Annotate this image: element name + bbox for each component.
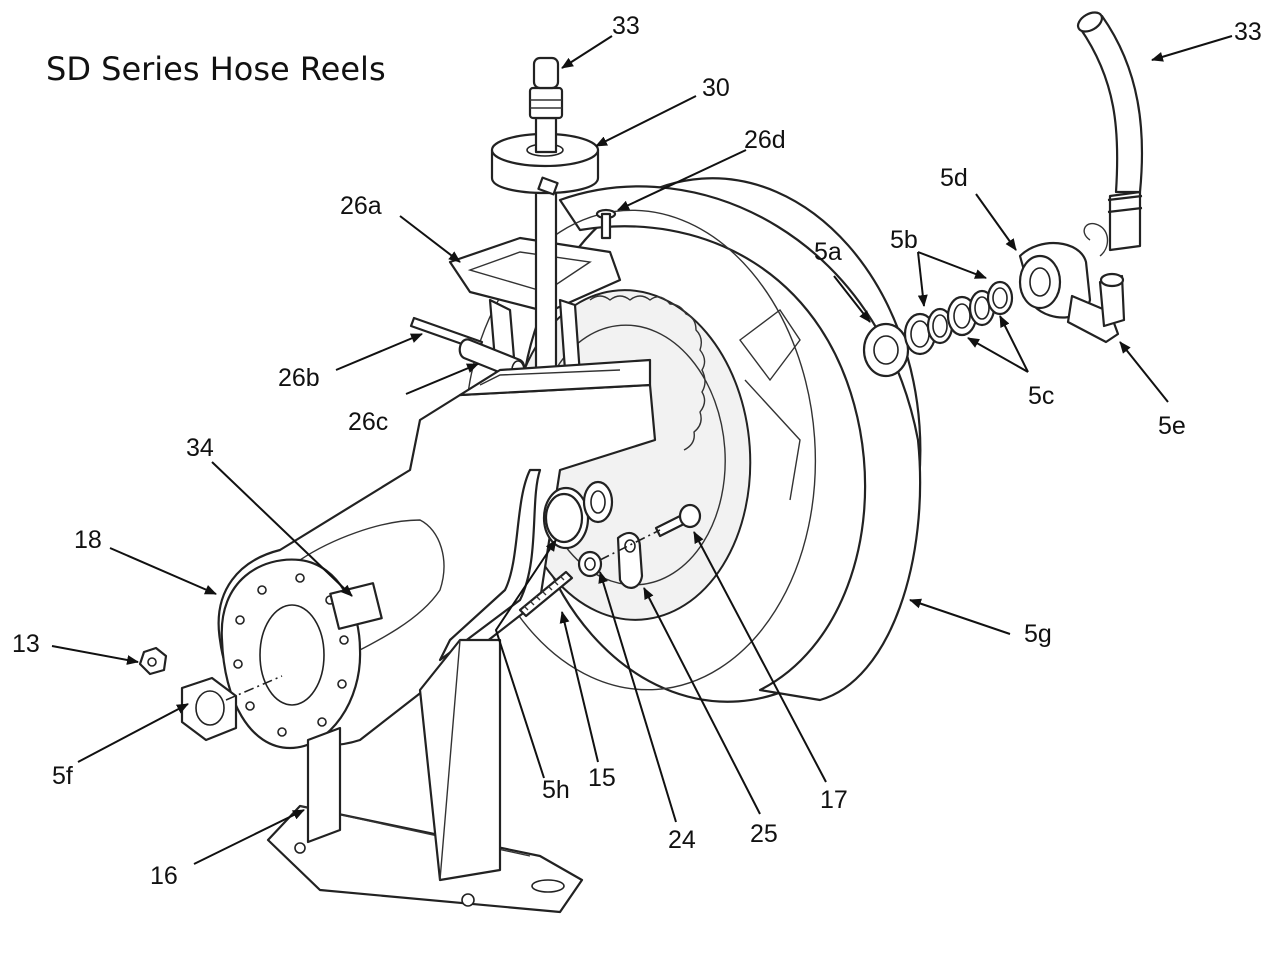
callout-labels: 33 30 26d 26a 33 5d 5a 5b 5c 5e 26b 26c …	[12, 12, 1262, 890]
callout-26d: 26d	[744, 126, 786, 154]
callout-24: 24	[668, 826, 696, 854]
callout-5h: 5h	[542, 776, 570, 804]
swivel-joint-assembly	[862, 11, 1144, 378]
callout-5b: 5b	[890, 226, 918, 254]
main-bracket	[217, 358, 657, 750]
callout-34: 34	[186, 434, 214, 462]
top-hose-fitting	[528, 56, 564, 154]
diagram-title: SD Series Hose Reels	[46, 50, 386, 88]
callout-33-hose: 33	[1234, 18, 1262, 46]
callout-5a: 5a	[814, 238, 842, 266]
callout-5e: 5e	[1158, 412, 1186, 440]
hex-nut-5f	[180, 676, 238, 742]
small-parts	[518, 480, 702, 618]
callout-16: 16	[150, 862, 178, 890]
callout-26c: 26c	[348, 408, 388, 436]
callout-15: 15	[588, 764, 616, 792]
callout-13: 13	[12, 630, 40, 658]
callout-30: 30	[702, 74, 730, 102]
bolt-26d	[595, 208, 617, 240]
callout-17: 17	[820, 786, 848, 814]
callout-5d: 5d	[940, 164, 968, 192]
callout-18: 18	[74, 526, 102, 554]
callout-26b: 26b	[278, 364, 320, 392]
callout-25: 25	[750, 820, 778, 848]
base-stand	[266, 638, 584, 914]
callout-33-swivel: 33	[612, 12, 640, 40]
nut-13	[138, 646, 168, 676]
reel-drawing	[138, 11, 1144, 914]
callout-26a: 26a	[340, 192, 382, 220]
callout-5g: 5g	[1024, 620, 1052, 648]
callout-5f: 5f	[52, 762, 73, 790]
leader-arrows	[51, 35, 1233, 865]
callout-5c: 5c	[1028, 382, 1054, 410]
